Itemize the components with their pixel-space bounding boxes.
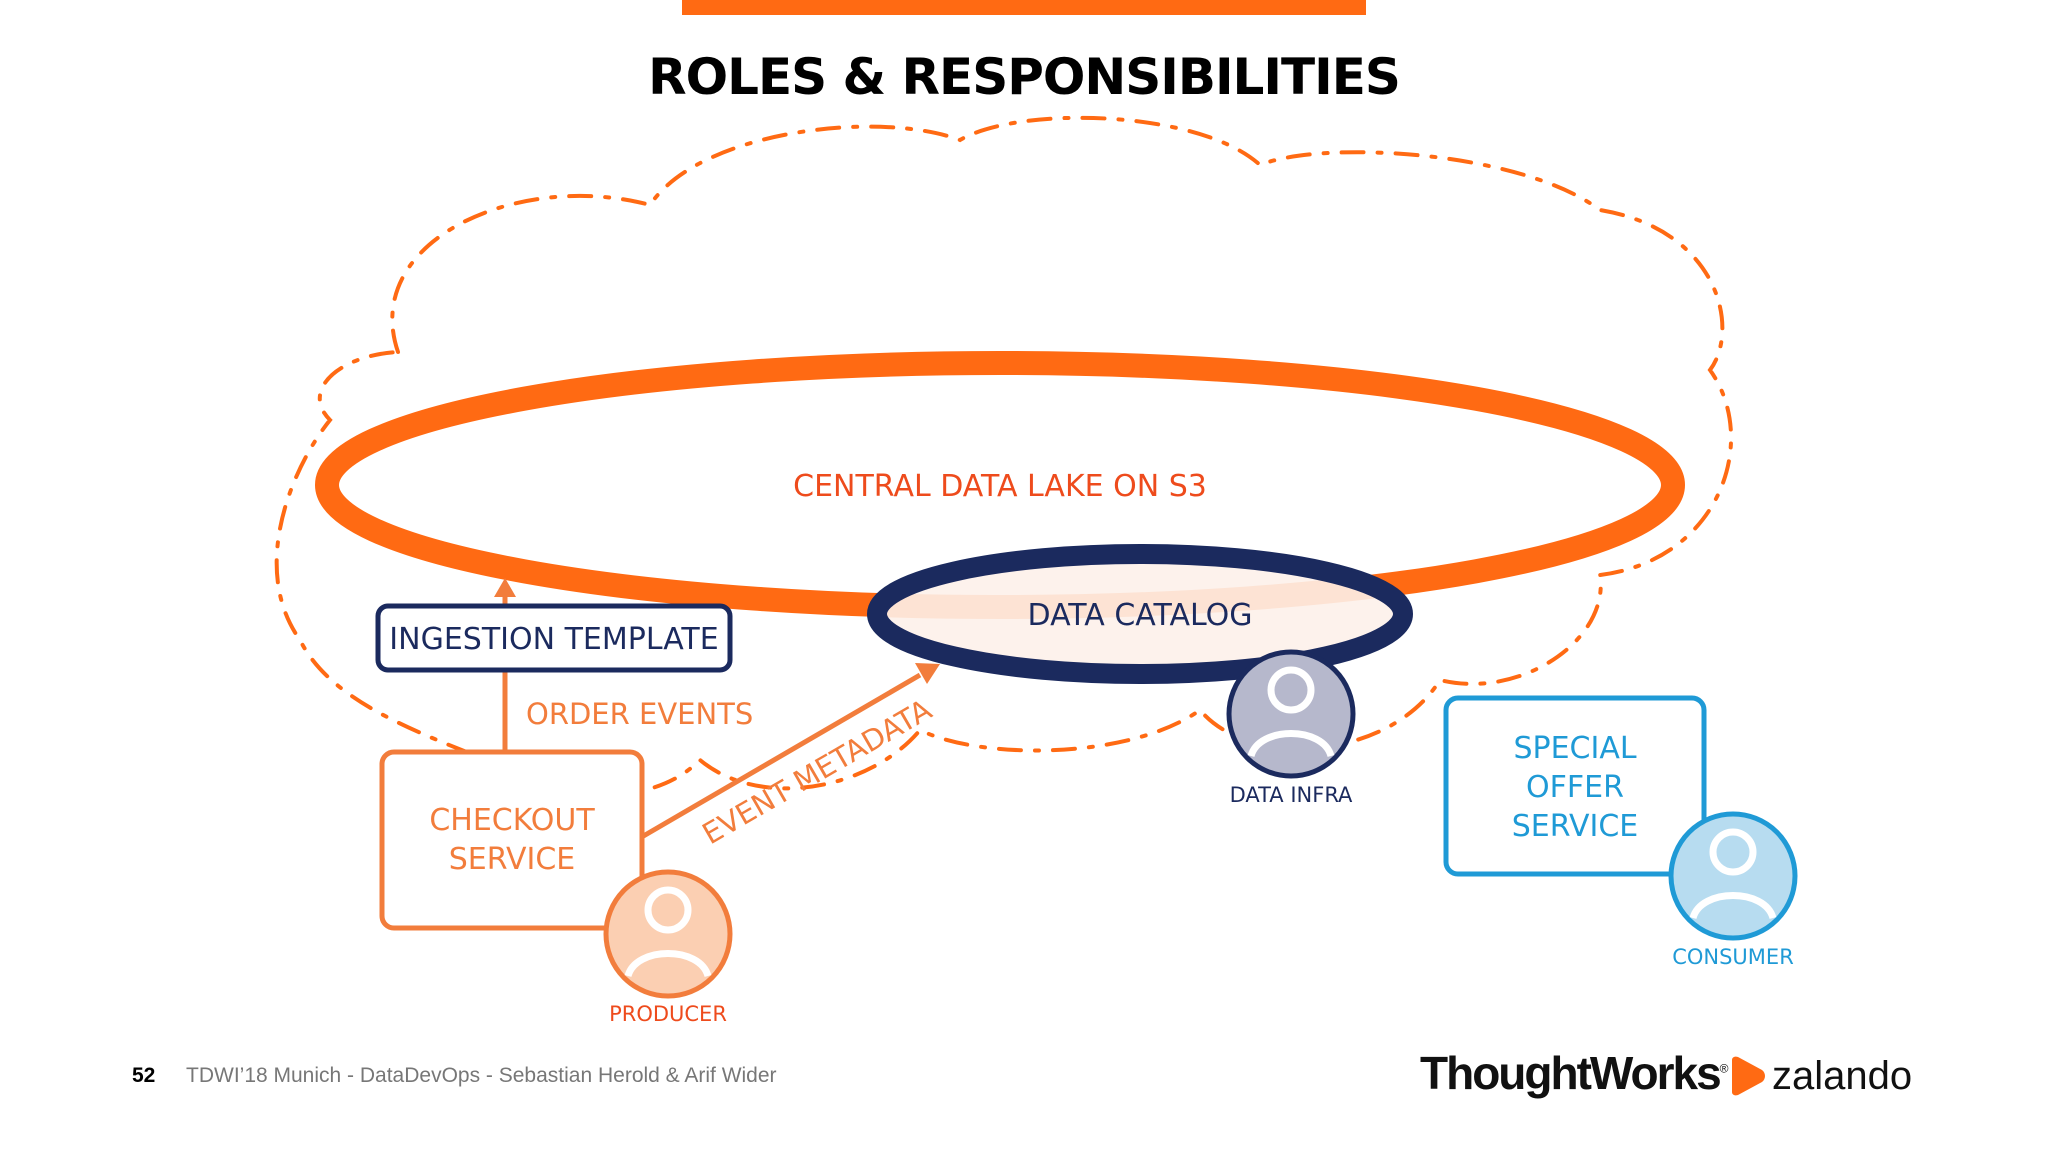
ingestion-template-label: INGESTION TEMPLATE — [389, 622, 718, 657]
consumer-head-icon — [1709, 828, 1757, 876]
producer-label: PRODUCER — [609, 1002, 727, 1026]
zalando-logo-text: zalando — [1772, 1053, 1913, 1098]
central-data-lake-label: CENTRAL DATA LAKE ON S3 — [793, 469, 1207, 504]
data-infra-label: DATA INFRA — [1230, 783, 1353, 807]
cloud-boundary — [274, 115, 1733, 797]
checkout-service-box — [379, 749, 645, 931]
data-infra-body-icon — [1247, 730, 1335, 758]
checkout-service-line2: SERVICE — [449, 842, 575, 877]
slide-number: 52 — [132, 1064, 156, 1087]
data-infra-avatar — [1226, 649, 1356, 779]
data-catalog-ring — [867, 544, 1413, 684]
order-events-label: ORDER EVENTS — [526, 697, 753, 731]
top-accent-bar — [682, 0, 1366, 15]
event-metadata-arrow — [638, 672, 922, 841]
checkout-service-line1: CHECKOUT — [429, 803, 595, 838]
footer-caption: TDWI’18 Munich - DataDevOps - Sebastian … — [186, 1064, 777, 1087]
consumer-body-icon — [1689, 892, 1777, 920]
slide-title: ROLES & RESPONSIBILITIES — [648, 48, 1401, 106]
thoughtworks-logo: ThoughtWorks® — [1420, 1046, 1729, 1100]
producer-body-icon — [624, 950, 712, 978]
special-offer-service-box — [1443, 695, 1707, 877]
data-infra-head-icon — [1267, 666, 1315, 714]
zalando-logo: zalando — [1728, 1054, 1912, 1098]
special-offer-line1: SPECIAL — [1513, 731, 1636, 766]
data-catalog-label: DATA CATALOG — [1028, 598, 1253, 633]
order-events-arrowhead — [494, 578, 516, 597]
special-offer-line3: SERVICE — [1512, 809, 1638, 844]
special-offer-line2: OFFER — [1526, 770, 1624, 805]
producer-head-icon — [644, 886, 692, 934]
zalando-flag-icon — [1732, 1056, 1765, 1096]
consumer-avatar — [1668, 811, 1798, 941]
event-metadata-arrowhead — [915, 663, 940, 684]
producer-avatar — [603, 869, 733, 999]
thoughtworks-logo-mark: ® — [1719, 1061, 1729, 1076]
ingestion-template-box — [375, 603, 733, 673]
thoughtworks-logo-text: ThoughtWorks — [1420, 1047, 1722, 1099]
consumer-label: CONSUMER — [1672, 945, 1794, 969]
